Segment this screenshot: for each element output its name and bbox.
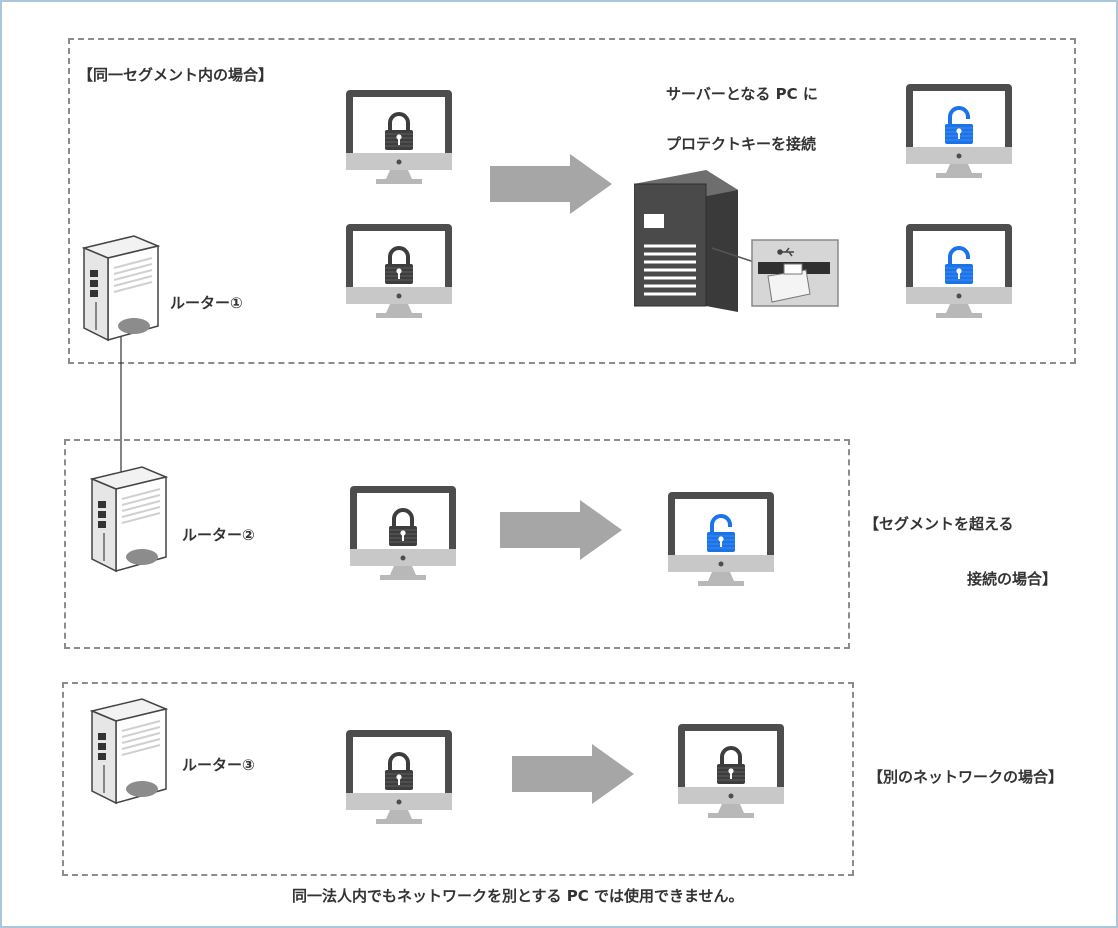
server-with-protect-key-icon [634, 170, 839, 312]
router-2-icon [90, 465, 168, 575]
router-1-icon [82, 234, 160, 344]
server-caption-line-1: サーバーとなる PC に [666, 85, 818, 103]
router-3-label: ルーター③ [182, 756, 255, 774]
segment-cross-box [64, 439, 850, 649]
pc-locked-icon [350, 486, 456, 582]
segment-cross-title-1: 【セグメントを超える [864, 515, 1014, 533]
arrow-right-icon [500, 500, 622, 560]
segment-other-title: 【別のネットワークの場合】 [868, 768, 1064, 786]
pc-locked-icon [346, 730, 452, 826]
pc-unlocked-icon [906, 224, 1012, 320]
pc-locked-icon [346, 224, 452, 320]
arrow-right-icon [512, 744, 634, 804]
pc-unlocked-icon [906, 84, 1012, 180]
segment-same-box [68, 38, 1076, 364]
pc-locked-icon [346, 90, 452, 186]
server-caption-line-2: プロテクトキーを接続 [666, 135, 817, 153]
router-1-label: ルーター① [170, 294, 243, 312]
router-3-icon [90, 697, 168, 807]
router-2-label: ルーター② [182, 526, 255, 544]
pc-unlocked-icon [668, 492, 774, 588]
footer-note: 同一法人内でもネットワークを別とする PC では使用できません。 [292, 887, 744, 905]
segment-other-box [62, 682, 854, 876]
router-connection-line [120, 332, 122, 477]
arrow-right-icon [490, 154, 612, 214]
segment-same-title: 【同一セグメント内の場合】 [78, 66, 274, 84]
segment-cross-title-2: 接続の場合】 [967, 570, 1058, 588]
pc-locked-icon [678, 724, 784, 820]
